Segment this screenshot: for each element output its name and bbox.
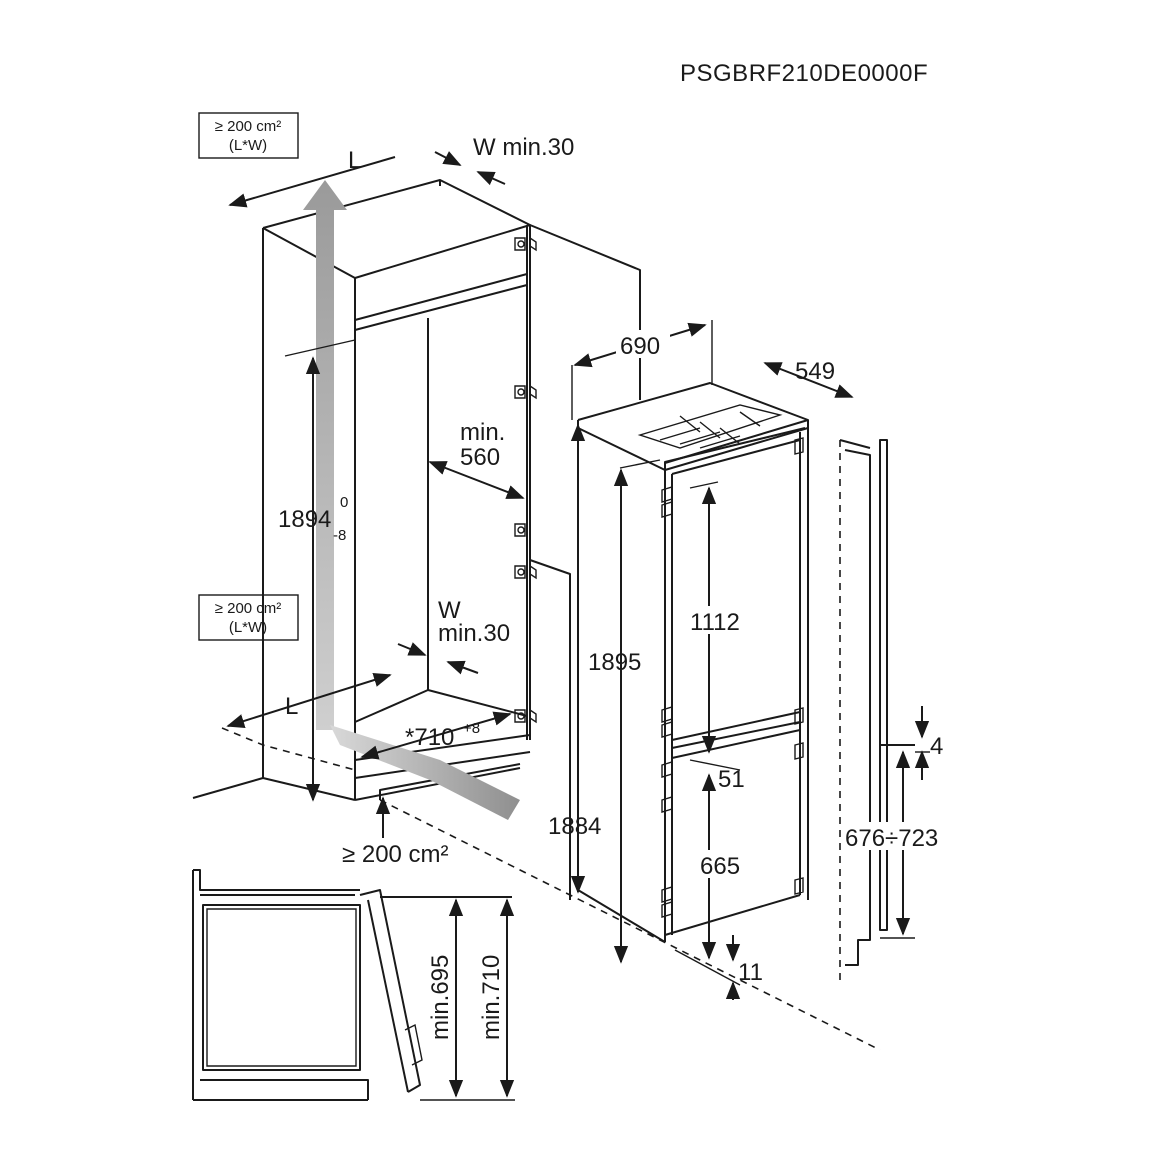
dim-fridge-1112: 1112 [690,609,740,636]
dim-height-1884: 1884 [548,813,601,840]
dim-gap-51: 51 [718,766,745,793]
dim-w-top: W min.30 [473,134,574,161]
dim-freezer-665: 665 [700,853,740,880]
dim-width-690: 690 [620,333,660,360]
niche-cabinet [192,179,881,1051]
dim-min-710: min.710 [478,955,505,1040]
dim-depth-710-tol: +8 [463,720,480,737]
dim-min-695: min.695 [427,955,454,1040]
vent-mid-formula: (L*W) [229,619,267,636]
vent-mid-area: ≥ 200 cm² [215,600,282,617]
vent-mid-label: ≥ 200 cm² (L*W) [198,594,299,641]
dim-niche-tol-lower: -8 [333,527,346,544]
model-code: PSGBRF210DE0000F [680,60,928,87]
dim-min-560-b: 560 [460,444,500,471]
door-profile [839,439,915,985]
dim-niche-height: 1894 [278,506,331,533]
vent-top-formula: (L*W) [229,137,267,154]
dim-depth-710: *710 [405,724,454,751]
cross-section [192,869,512,1101]
dim-l-top: L [348,147,361,174]
vent-bottom-area: ≥ 200 cm² [342,841,449,868]
vent-top-label: ≥ 200 cm² (L*W) [198,112,299,159]
dim-range-676-723: 676÷723 [845,825,938,852]
dim-min-560-a: min. [460,419,505,446]
hinge-icon [514,236,537,724]
dim-height-1895: 1895 [588,649,641,676]
dim-depth-549: 549 [795,358,835,385]
dim-niche-tol-upper: 0 [340,494,348,511]
dim-w-mid-min: min.30 [438,620,510,647]
vent-top-area: ≥ 200 cm² [215,118,282,135]
dim-l-bottom: L [285,693,298,720]
dim-gap-4: 4 [930,733,943,760]
dim-gap-11: 11 [738,959,763,986]
dim-w-mid-w: W [438,597,461,624]
